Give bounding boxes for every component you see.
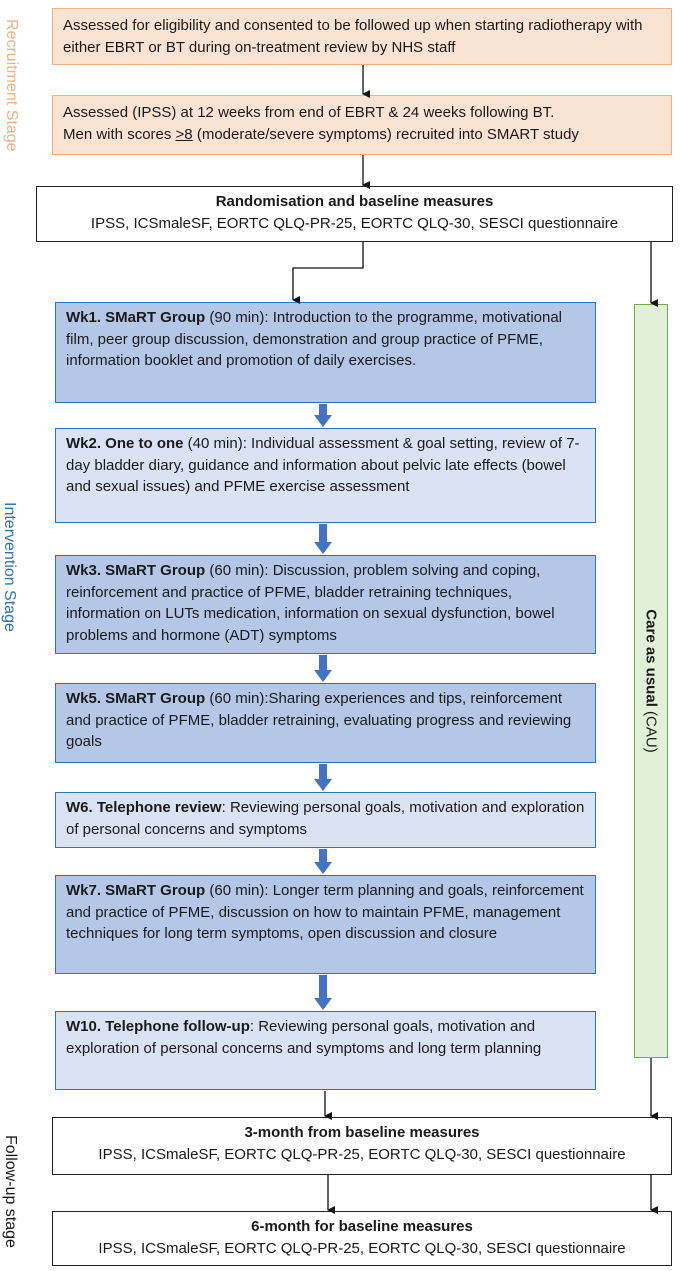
followup-3month-title: 3-month from baseline measures [244, 1124, 480, 1141]
session-wk5-title: Wk5. SMaRT Group [66, 690, 206, 707]
session-wk3: Wk3. SMaRT Group (60 min): Discussion, p… [55, 555, 596, 654]
followup-6month-title: 6-month for baseline measures [251, 1218, 473, 1235]
block-arrow-wk7-w10 [314, 975, 332, 1010]
session-w6: W6. Telephone review: Reviewing personal… [55, 792, 596, 848]
ipss-assessment-line2: Men with scores >8 (moderate/severe symp… [63, 124, 661, 146]
session-w6-title: W6. Telephone review [66, 799, 222, 816]
baseline-measures: IPSS, ICSmaleSF, EORTC QLQ-PR-25, EORTC … [90, 214, 619, 232]
block-arrow-wk2-wk3 [314, 524, 332, 554]
session-wk7-detail: (60 min): Longer term planning and goals… [66, 882, 584, 942]
followup-6month-measures: IPSS, ICSmaleSF, EORTC QLQ-PR-25, EORTC … [98, 1239, 626, 1257]
block-arrow-wk5-w6 [314, 764, 332, 791]
eligibility-text: Assessed for eligibility and consented t… [63, 17, 643, 56]
session-w10: W10. Telephone follow-up: Reviewing pers… [55, 1011, 596, 1090]
ipss-assessment-line1: Assessed (IPSS) at 12 weeks from end of … [63, 104, 555, 121]
ipss-threshold: >8 [175, 125, 193, 143]
session-wk2-detail: (40 min): Individual assessment & goal s… [66, 435, 580, 495]
arrow-baseline-to-wk1 [292, 242, 364, 304]
session-w10-title: W10. Telephone follow-up [66, 1018, 250, 1035]
block-arrow-wk3-wk5 [314, 655, 332, 682]
session-wk1-detail: (90 min): Introduction to the programme,… [66, 309, 563, 369]
ipss-assessment-box: Assessed (IPSS) at 12 weeks from end of … [52, 95, 672, 155]
session-wk7-title: Wk7. SMaRT Group [66, 882, 206, 899]
session-wk3-detail: (60 min): Discussion, problem solving an… [66, 562, 555, 644]
baseline-box: Randomisation and baseline measures IPSS… [36, 186, 673, 242]
followup-6month-box: 6-month for baseline measures IPSS, ICSm… [52, 1211, 672, 1266]
session-wk3-title: Wk3. SMaRT Group [66, 562, 206, 579]
session-block-arrows [314, 404, 332, 1010]
session-wk5: Wk5. SMaRT Group (60 min):Sharing experi… [55, 683, 596, 763]
followup-3month-measures: IPSS, ICSmaleSF, EORTC QLQ-PR-25, EORTC … [98, 1145, 626, 1163]
ipss-line2-post: (moderate/severe symptoms) recruited int… [192, 125, 579, 143]
followup-3month-box: 3-month from baseline measures IPSS, ICS… [52, 1117, 672, 1175]
session-wk5-detail: (60 min):Sharing experiences and tips, r… [66, 690, 572, 750]
session-wk1-title: Wk1. SMaRT Group [66, 309, 206, 326]
block-arrow-wk1-wk2 [314, 404, 332, 427]
block-arrow-w6-wk7 [314, 849, 332, 874]
session-wk2: Wk2. One to one (40 min): Individual ass… [55, 428, 596, 523]
session-wk2-title: Wk2. One to one [66, 435, 184, 452]
ipss-line2-pre: Men with scores [63, 125, 176, 143]
session-w10-detail: : Reviewing personal goals, motivation a… [66, 1018, 542, 1057]
baseline-title: Randomisation and baseline measures [215, 193, 494, 210]
eligibility-box: Assessed for eligibility and consented t… [52, 8, 672, 65]
care-as-usual-box: Care as usual (CAU) [634, 304, 668, 1058]
session-wk1: Wk1. SMaRT Group (90 min): Introduction … [55, 302, 596, 403]
session-w6-detail: : Reviewing personal goals, motivation a… [66, 799, 585, 838]
session-wk7: Wk7. SMaRT Group (60 min): Longer term p… [55, 875, 596, 974]
